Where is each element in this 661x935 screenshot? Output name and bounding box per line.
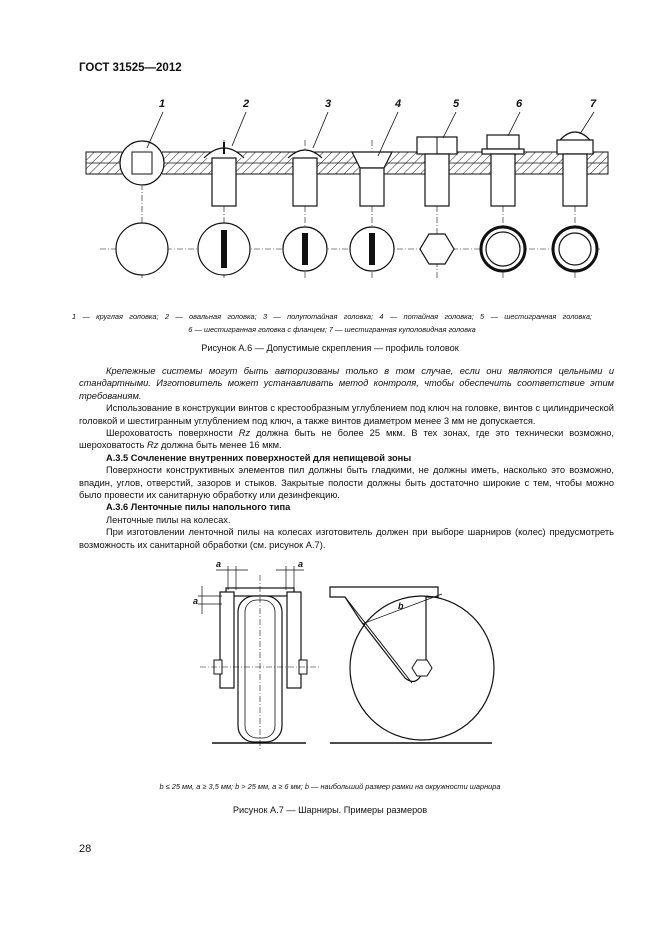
dim-b: b [398, 601, 404, 611]
paragraph-wheels: Ленточные пилы на колесах. [106, 514, 231, 525]
fig-label-6: 6 [516, 98, 523, 110]
paragraph-roughness: Шероховатость поверхности Rz должна быть… [79, 428, 614, 451]
fig-label-1: 1 [159, 98, 166, 110]
fig-label-7: 7 [590, 98, 597, 110]
legend-line-1: 1 — круглая головка; 2 — овальная головк… [72, 312, 592, 321]
heading-a36: А.3.6 Ленточные пилы напольного типа [106, 502, 291, 513]
paragraph-fasteners: Крепежные системы могут быть авторизован… [79, 366, 614, 401]
fig-label-2: 2 [243, 98, 250, 110]
paragraph-surfaces: Поверхности конструктивных элементов пил… [79, 465, 614, 501]
figure-a6-caption: Рисунок А.6 — Допустимые скрепления — пр… [201, 343, 459, 353]
paragraph-hinges: При изготовлении ленточной пилы на колес… [79, 527, 614, 550]
dim-a-left: a [216, 559, 222, 569]
dim-a-vertical: a [193, 596, 199, 606]
figure-a7-drawing [198, 566, 495, 750]
legend-line-2: 6 — шестигранная головка с фланцем; 7 — … [188, 325, 476, 334]
page-number: 28 [79, 843, 92, 855]
figure-a6-drawing [85, 111, 609, 280]
body-text: Крепежные системы могут быть авторизован… [79, 365, 614, 551]
heading-a35: А.3.5 Сочленение внутренних поверхностей… [106, 452, 412, 463]
fig-label-3: 3 [325, 98, 332, 110]
dim-a-right: a [298, 559, 304, 569]
figure-a7-footnote: b ≤ 25 мм, a ≥ 3,5 мм; b > 25 мм, a ≥ 6 … [159, 782, 501, 791]
standard-header: ГОСТ 31525—2012 [79, 62, 182, 74]
figure-a6-legend: 1 — круглая головка; 2 — овальная головк… [72, 310, 592, 336]
fig-label-4: 4 [395, 98, 402, 110]
paragraph-screws: Использование в конструкции винтов с кре… [79, 403, 614, 426]
fig-label-5: 5 [453, 98, 460, 110]
figure-a7-caption: Рисунок А.7 — Шарниры. Примеры размеров [232, 805, 428, 815]
